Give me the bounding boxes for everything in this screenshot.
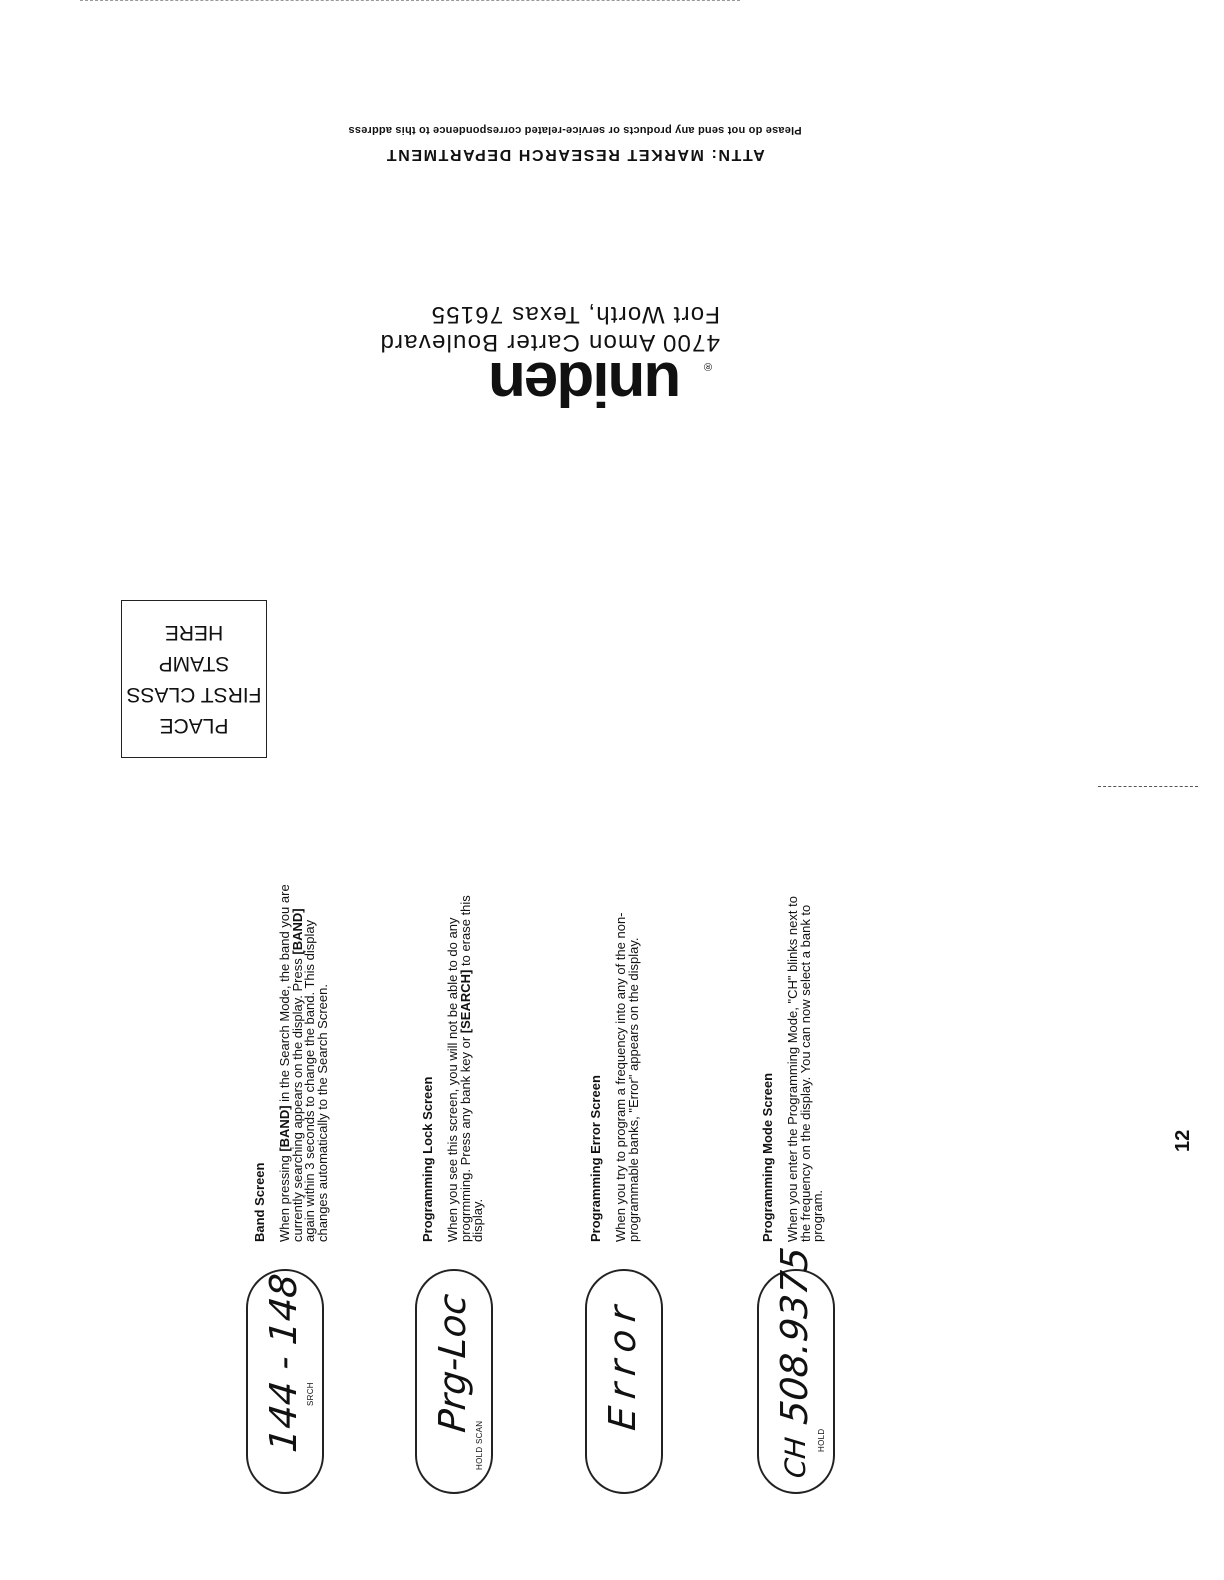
lcd-readout: Error [601, 1296, 644, 1433]
registered-mark: ® [703, 360, 712, 372]
lcd-display-prg-loc: Prg-Loc HOLD SCAN [415, 1269, 493, 1494]
entry-body: When pressing [BAND] in the Search Mode,… [277, 884, 330, 1242]
stamp-line: HERE [164, 621, 224, 644]
lcd-display-band: 144 - 148 SRCH [246, 1269, 324, 1494]
lcd-indicator: HOLD [817, 1428, 826, 1452]
stamp-box: PLACE FIRST CLASS STAMP HERE [121, 600, 267, 758]
entry-title: Band Screen [252, 1162, 267, 1242]
stamp-line: PLACE [159, 714, 229, 737]
entry-programming-mode: Programming Mode Screen When you enter t… [760, 882, 825, 1242]
lcd-ch-indicator: CH [779, 1435, 812, 1480]
logo-wordmark: uniden [490, 349, 682, 418]
entry-band-screen: Band Screen When pressing [BAND] in the … [252, 882, 330, 1242]
entry-title: Programming Error Screen [588, 1075, 603, 1242]
lcd-readout: 144 - 148 [262, 1271, 305, 1455]
entry-title: Programming Lock Screen [420, 1076, 435, 1242]
mail-notice: Please do not send any products or servi… [348, 124, 802, 136]
entry-programming-error: Programming Error Screen When you try to… [588, 882, 641, 1242]
uniden-logo: uniden ® [490, 349, 712, 418]
stamp-line: FIRST CLASS [126, 683, 262, 706]
entry-programming-lock: Programming Lock Screen When you see thi… [420, 882, 485, 1242]
lcd-indicator: SRCH [306, 1382, 315, 1406]
page-number: 12 [1172, 1129, 1194, 1152]
entry-body: When you try to program a frequency into… [613, 912, 641, 1242]
lcd-display-error: Error [585, 1269, 663, 1494]
lcd-readout: 508.9375 [773, 1245, 816, 1427]
stamp-line: STAMP [158, 652, 230, 675]
entry-title: Programming Mode Screen [760, 1072, 775, 1242]
lcd-display-programming: CH 508.9375 HOLD [757, 1245, 835, 1494]
lcd-readout: Prg-Loc [431, 1291, 474, 1435]
fold-line [80, 0, 740, 1]
attention-line: ATTN: MARKET RESEARCH DEPARTMENT [385, 146, 765, 163]
entry-body: When you see this screen, you will not b… [445, 895, 485, 1242]
entry-body: When you enter the Programming Mode, "CH… [785, 896, 825, 1242]
address-city: Fort Worth, Texas 76155 [430, 301, 720, 328]
lcd-indicator: HOLD SCAN [475, 1420, 484, 1470]
cut-line [1098, 786, 1198, 787]
address-street: 4700 Amon Carter Boulevard [379, 329, 720, 356]
